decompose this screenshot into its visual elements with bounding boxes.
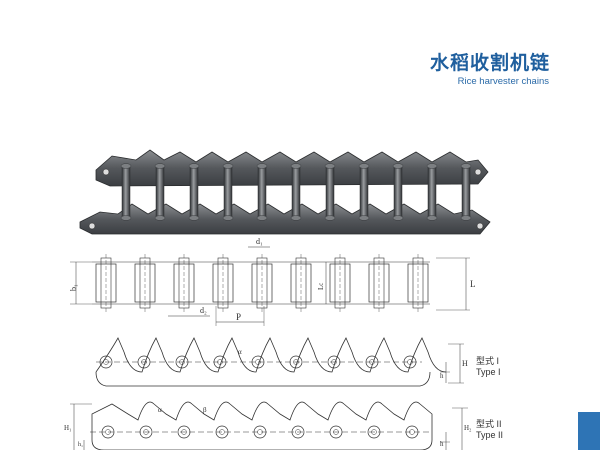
dim-H: H [462,359,468,368]
type2-side-view [91,401,433,450]
dim-alpha-1: α [238,348,242,356]
type2-label-cn: 型式 II [476,419,502,429]
dim-h-2: h [440,440,444,448]
top-view-pin [178,257,190,309]
plate-hole [476,222,484,230]
dim-Lc: Lc [317,283,325,290]
rod-end [460,215,472,221]
top-view-pin [373,257,385,309]
top-view-pin [100,257,112,309]
dim-beta: β [203,406,207,414]
top-view-pin [256,257,268,309]
rod-end [392,163,404,169]
dim-d1: d₁ [256,237,263,246]
type1-label: 型式 I Type I [476,356,501,378]
rod-end [120,163,132,169]
rod-end [120,215,132,221]
page-title: 水稻收割机链 [429,52,550,74]
dim-h: h [440,372,444,380]
dim-h1: h₁ [78,442,83,448]
rod-end [460,163,472,169]
type1-bottom [95,371,431,387]
rod-end [256,215,268,221]
dim-L: L [470,279,476,289]
dim-H1: H₁ [64,424,72,432]
rod-end [426,163,438,169]
page-subtitle: Rice harvester chains [457,76,549,87]
rod-end [154,163,166,169]
type2-profile [91,401,433,440]
rod-end [222,163,234,169]
plate-hole [88,222,96,230]
plate-hole [474,168,482,176]
rod-end [222,215,234,221]
rod-end [256,163,268,169]
accent-block [578,412,600,450]
top-view-pin [217,257,229,309]
rod-end [324,163,336,169]
rod-end [392,215,404,221]
rod-end [358,163,370,169]
dim-H2: H₂ [464,424,472,432]
dim-d2: d₂ [200,306,207,315]
top-view-pin [334,257,346,309]
chain-rods [88,163,484,230]
rod-end [324,215,336,221]
dim-b1: b₁ [69,284,78,291]
type1-profile [95,337,447,373]
type2-bottom [91,439,433,450]
rod-end [426,215,438,221]
type1-label-cn: 型式 I [476,356,500,366]
type2-label: 型式 II Type II [476,419,503,441]
type1-label-en: Type I [476,367,501,377]
top-view-pin [412,257,424,309]
rod-end [188,215,200,221]
dim-alpha-2: α [158,406,162,414]
rod-end [290,215,302,221]
rod-end [358,215,370,221]
top-view-pin [139,257,151,309]
top-view-links [95,254,429,312]
rod-end [154,215,166,221]
rod-end [188,163,200,169]
top-view-pin [295,257,307,309]
plate-hole [102,168,110,176]
rod-end [290,163,302,169]
dim-P: P [236,312,241,322]
type2-label-en: Type II [476,430,504,440]
